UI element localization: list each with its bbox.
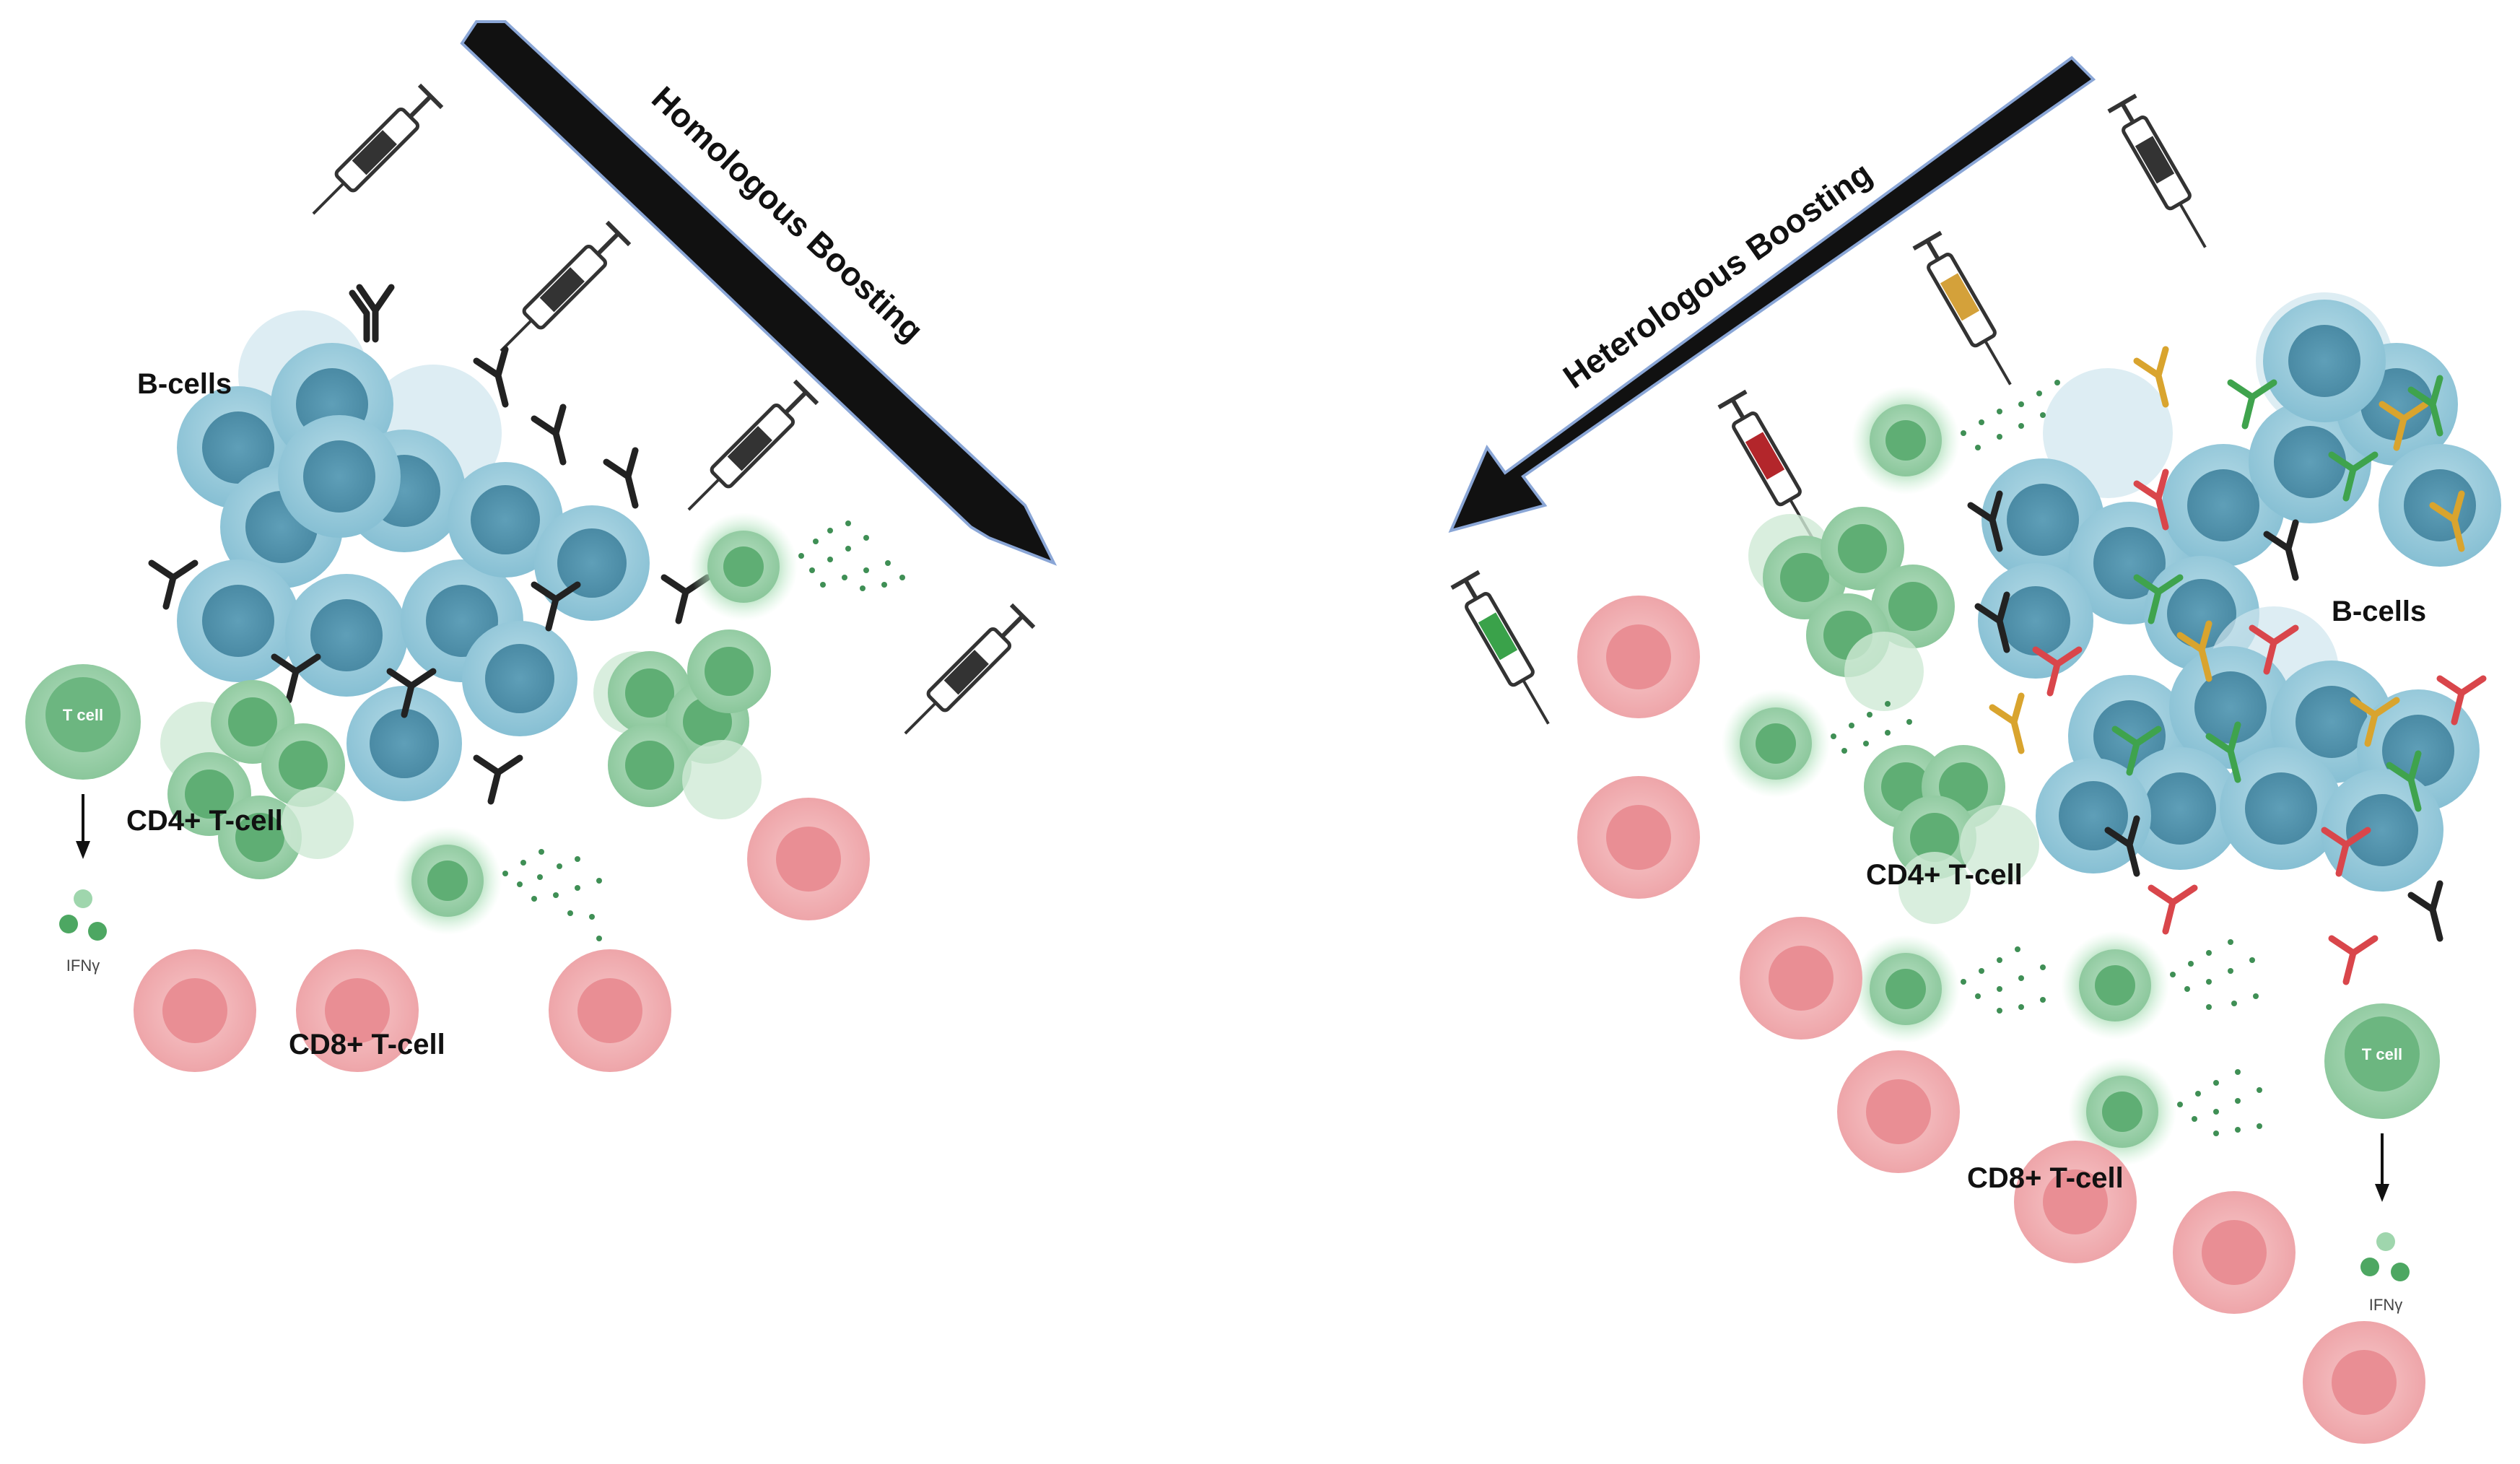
b-cells-label: B-cells (137, 368, 232, 400)
cd8-t-cell (1740, 917, 1862, 1040)
cytokine-spray (502, 849, 602, 941)
right-panel: Heterologous Boosting (1448, 56, 2501, 1444)
b-cells-label: B-cells (2332, 596, 2426, 627)
heterologous-arrow-label: Heterologous Boosting (1556, 154, 1878, 396)
cd8-t-cell (1577, 776, 1700, 899)
cd8-t-cell (296, 949, 419, 1072)
activated-t-cell (1852, 386, 1960, 494)
cd8-t-cell (549, 949, 671, 1072)
left-panel: Homologous Boosting (25, 20, 1058, 1072)
syringe-icon (687, 379, 819, 511)
cd8-t-cell (134, 949, 256, 1072)
cytokine-spray (1961, 380, 2060, 450)
ifn-label: IFNγ (66, 957, 100, 975)
syringe-icon (500, 220, 632, 352)
b-cell-cluster (177, 310, 650, 801)
syringe-icon (2107, 93, 2207, 248)
cd4-t-cell-cluster (1864, 745, 2039, 924)
syringe-icon (1450, 570, 1550, 725)
cd8-t-cell (1837, 1050, 1960, 1173)
cd8-t-cell (747, 798, 870, 920)
activated-t-cell (393, 827, 502, 935)
activated-t-cell (689, 513, 798, 621)
cd8-t-cell (2303, 1321, 2425, 1444)
activated-t-cell (1722, 689, 1830, 798)
t-cell-ifn-producer: T cell IFNγ (2324, 1003, 2440, 1314)
antibody-icon (1967, 346, 2487, 985)
ifn-label: IFNγ (2369, 1296, 2402, 1314)
activated-t-cell (2068, 1058, 2176, 1166)
b-cell-cluster (1978, 292, 2501, 679)
t-cell-label: T cell (2362, 1045, 2402, 1063)
cytokine-spray (1961, 946, 2046, 1014)
cd8-t-cell (1577, 596, 1700, 718)
syringe-icon (312, 83, 444, 215)
cytokine-spray (1831, 701, 1912, 754)
cd8-t-cell-label: CD8+ T-cell (1967, 1162, 2124, 1194)
cytokine-spray (2170, 939, 2259, 1010)
cd8-t-cell (2014, 1141, 2137, 1263)
t-cell-label: T cell (63, 706, 103, 724)
cytokine-spray (798, 520, 905, 591)
cd8-t-cell (2173, 1191, 2296, 1314)
cd4-t-cell-cluster (1748, 507, 1955, 711)
activated-t-cell (2061, 931, 2169, 1040)
activated-t-cell (1852, 935, 1960, 1043)
syringe-icon (904, 603, 1036, 735)
t-cell-ifn-producer: T cell IFNγ (25, 664, 141, 975)
cd4-t-cell-label: CD4+ T-cell (126, 805, 283, 837)
cd8-t-cell-label: CD8+ T-cell (289, 1029, 445, 1060)
cd4-t-cell-label: CD4+ T-cell (1866, 859, 2023, 891)
cytokine-spray (2177, 1069, 2262, 1136)
cd4-t-cell-cluster (593, 629, 771, 819)
b-cell-cluster (2036, 606, 2480, 892)
syringe-icon (1912, 230, 2012, 385)
cd4-t-cell-cluster (160, 680, 354, 879)
